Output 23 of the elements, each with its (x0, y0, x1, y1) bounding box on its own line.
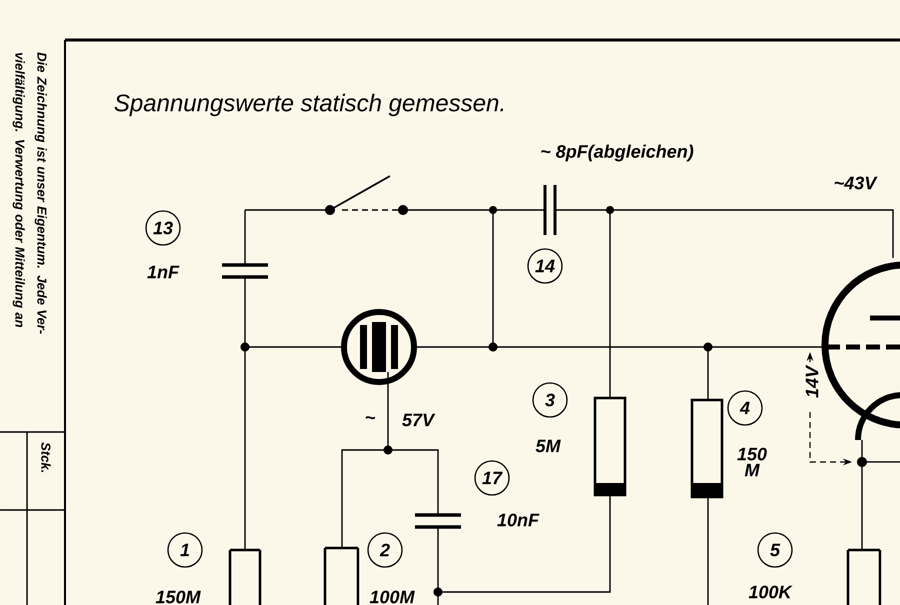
callout-number: 3 (532, 382, 568, 418)
component-value: 5M (536, 440, 561, 452)
title: Spannungswerte statisch gemessen. (114, 94, 504, 116)
component-value: 150 M (737, 448, 767, 476)
component-value: ~ (366, 416, 375, 420)
callout-number: 14 (527, 248, 563, 284)
component-value: 1nF (147, 266, 180, 278)
component-value: 100K (748, 586, 793, 598)
callout-number: 1 (167, 532, 203, 568)
callout-number: 17 (474, 460, 510, 496)
component-value: 150M (156, 590, 201, 604)
callout-number: 4 (727, 390, 763, 426)
column-heading: Stck. (41, 442, 51, 472)
component-value: 57V (402, 414, 436, 426)
component-value: ~ 8pF(abgleichen) (541, 144, 694, 162)
component-value: 100M (370, 590, 415, 604)
notice-text: Die Zeichnung ist unser Eigentum. Jede Ver- vielfältigung. Verwertung oder Mitteilung an (12, 52, 47, 334)
component-value: ~43V (834, 176, 878, 190)
callout-number: 2 (367, 532, 403, 568)
callout-number: 13 (145, 210, 181, 246)
voltage-label: 14V (804, 364, 820, 399)
callout-number: 5 (757, 532, 793, 568)
component-value: 10nF (497, 514, 540, 526)
